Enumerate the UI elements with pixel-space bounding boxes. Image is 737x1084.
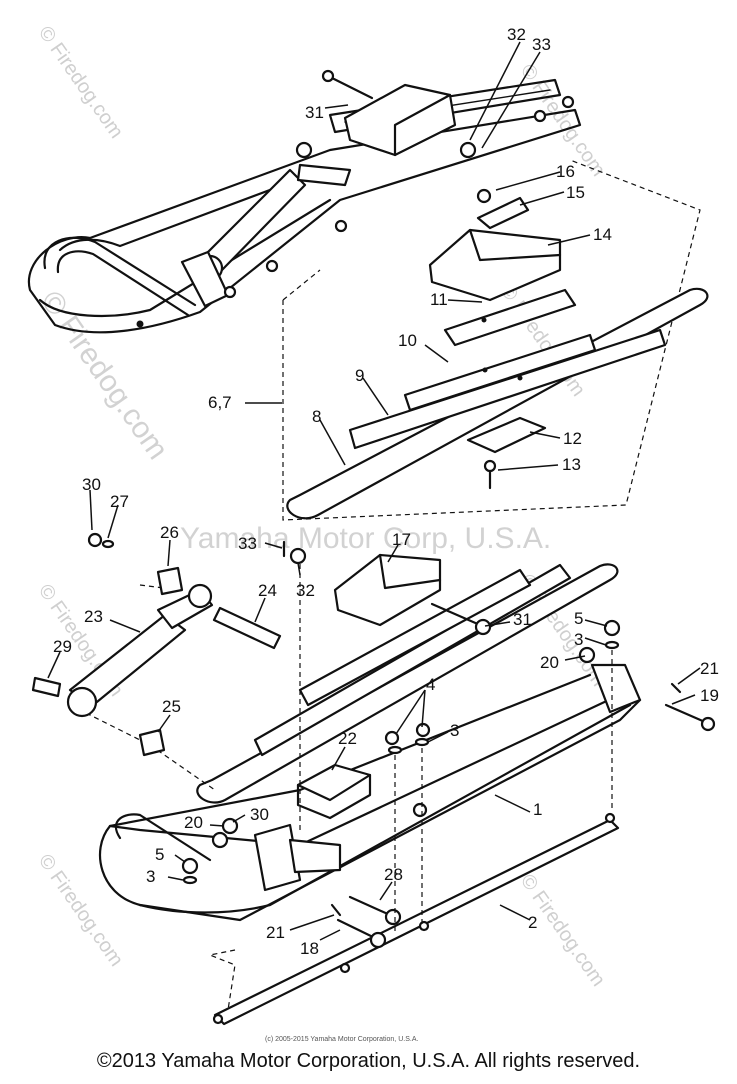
callout-32-lower: 32 bbox=[296, 581, 315, 600]
callout-4: 4 bbox=[426, 675, 435, 694]
top-ski-assembly bbox=[27, 69, 582, 334]
callout-23: 23 bbox=[84, 607, 103, 626]
callout-27: 27 bbox=[110, 492, 129, 511]
watermark-site: © Firedog.com bbox=[34, 22, 127, 142]
callout-2: 2 bbox=[528, 913, 537, 932]
callout-5-right: 5 bbox=[574, 609, 583, 628]
callout-31-lower: 31 bbox=[513, 610, 532, 629]
callout-26: 26 bbox=[160, 523, 179, 542]
callout-29: 29 bbox=[53, 637, 72, 656]
callout-18: 18 bbox=[300, 939, 319, 958]
callout-15: 15 bbox=[566, 183, 585, 202]
callout-21-left: 21 bbox=[266, 923, 285, 942]
callout-6-7: 6,7 bbox=[208, 393, 232, 412]
callout-19: 19 bbox=[700, 686, 719, 705]
callout-12: 12 bbox=[563, 429, 582, 448]
callout-3-right: 3 bbox=[574, 630, 583, 649]
callout-33: 33 bbox=[532, 35, 551, 54]
callout-5-left: 5 bbox=[155, 845, 164, 864]
callout-31: 31 bbox=[305, 103, 324, 122]
leaf-spring-exploded bbox=[282, 159, 709, 521]
callout-labels: 32 33 31 16 15 14 11 10 9 6,7 8 12 13 30… bbox=[53, 25, 719, 958]
callout-1: 1 bbox=[533, 800, 542, 819]
callout-33-lower: 33 bbox=[238, 534, 257, 553]
callout-20-right: 20 bbox=[540, 653, 559, 672]
callout-21-right: 21 bbox=[700, 659, 719, 678]
callout-30: 30 bbox=[82, 475, 101, 494]
bottom-ski-exploded bbox=[69, 540, 716, 1026]
watermark-site: © Firedog.com bbox=[34, 285, 174, 465]
leader-lines bbox=[47, 41, 701, 941]
small-credit: (c) 2005-2015 Yamaha Motor Corporation, … bbox=[265, 1036, 418, 1043]
callout-3-left: 3 bbox=[146, 867, 155, 886]
callout-16: 16 bbox=[556, 162, 575, 181]
callout-28: 28 bbox=[384, 865, 403, 884]
shock-absorber-parts bbox=[31, 532, 307, 757]
callout-14: 14 bbox=[593, 225, 612, 244]
callout-17: 17 bbox=[392, 530, 411, 549]
callout-11: 11 bbox=[430, 290, 448, 309]
callout-20-left: 20 bbox=[184, 813, 203, 832]
callout-32: 32 bbox=[507, 25, 526, 44]
callout-8: 8 bbox=[312, 407, 321, 426]
callout-22: 22 bbox=[338, 729, 357, 748]
watermark-site: © Firedog.com bbox=[34, 850, 127, 970]
callout-10: 10 bbox=[398, 331, 417, 350]
callout-30-lower: 30 bbox=[250, 805, 269, 824]
callout-9: 9 bbox=[355, 366, 364, 385]
copyright-footer: ©2013 Yamaha Motor Corporation, U.S.A. A… bbox=[96, 1050, 641, 1072]
callout-25: 25 bbox=[162, 697, 181, 716]
watermark-center: Yamaha Motor Corp, U.S.A. bbox=[180, 522, 551, 555]
callout-13: 13 bbox=[562, 455, 581, 474]
callout-24: 24 bbox=[258, 581, 277, 600]
callout-3-mid: 3 bbox=[450, 721, 459, 740]
